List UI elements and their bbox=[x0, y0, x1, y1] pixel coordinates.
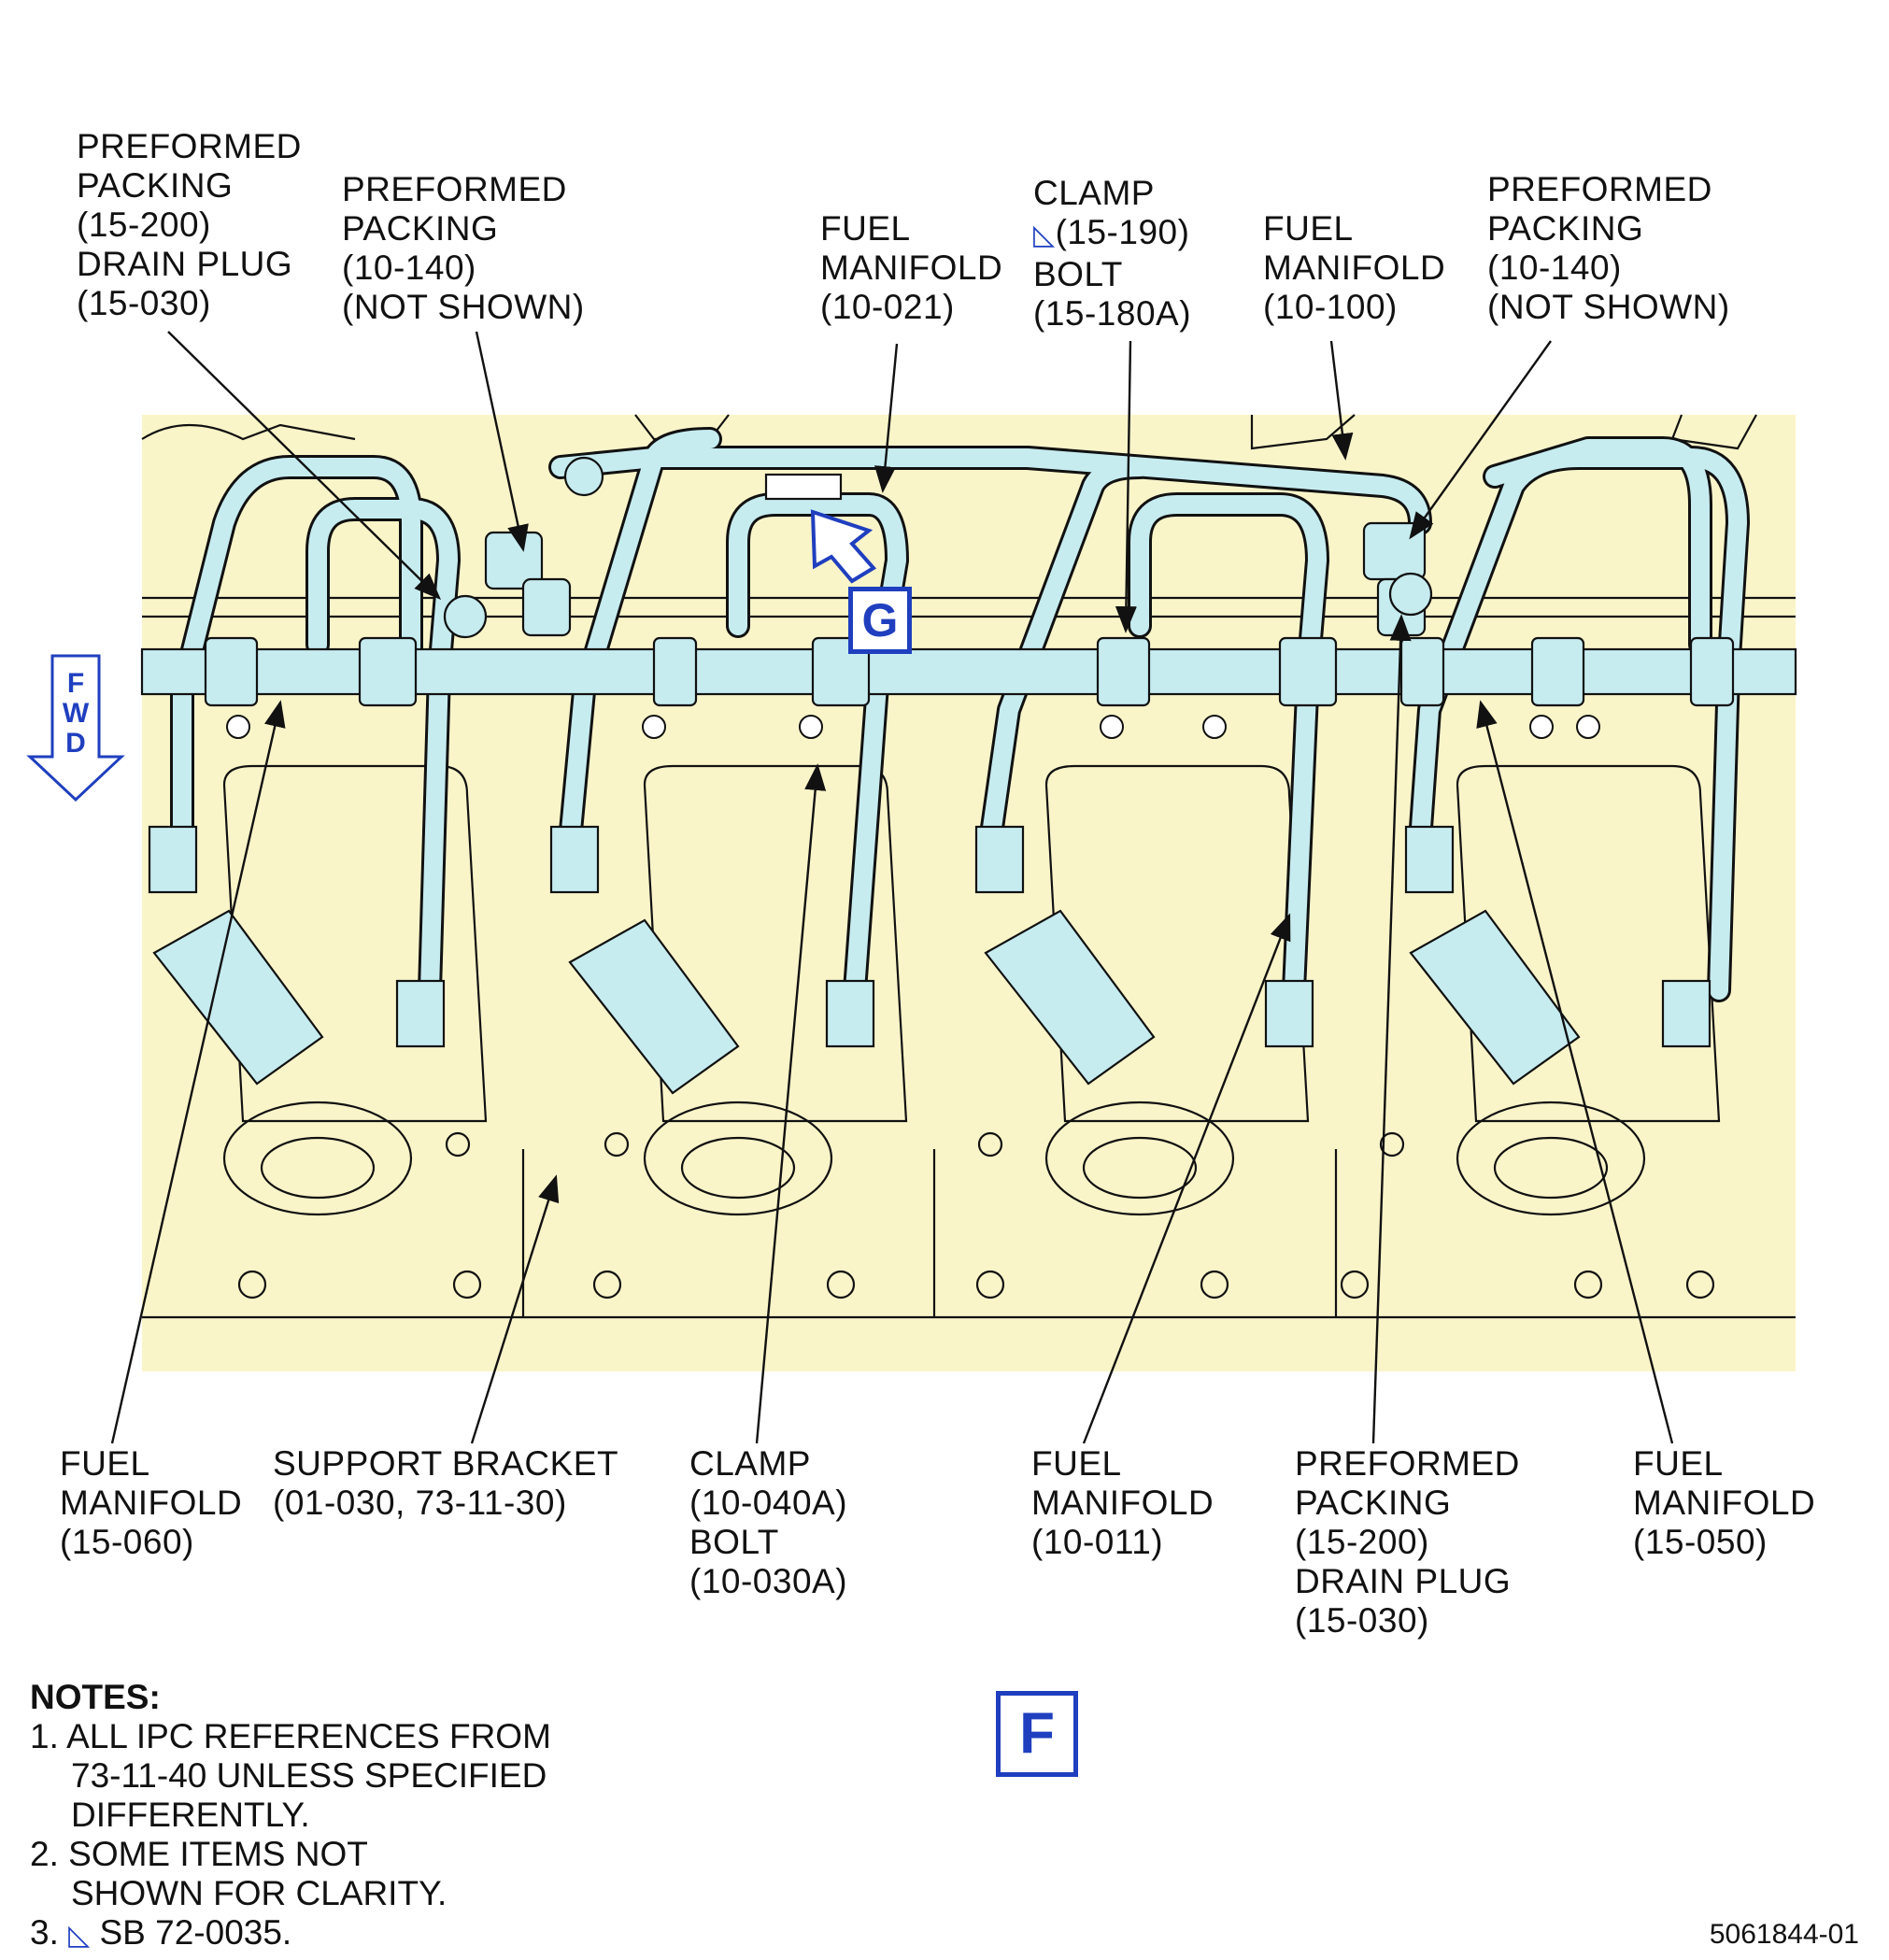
note-item: 3. ◺ SB 72-0035. bbox=[30, 1913, 551, 1955]
clamp-15-190 bbox=[764, 473, 843, 501]
callout-line: FUEL bbox=[1031, 1444, 1122, 1483]
callout-line: PACKING bbox=[77, 166, 234, 205]
note-item: 2. SOME ITEMS NOT bbox=[30, 1835, 551, 1874]
callout-line: FUEL bbox=[60, 1444, 150, 1483]
main-fuel-manifold bbox=[140, 647, 1797, 696]
callout-bottom-6: FUEL MANIFOLD (15-050) bbox=[1633, 1444, 1815, 1562]
callout-line: (15-050) bbox=[1633, 1523, 1768, 1561]
callout-line: SUPPORT BRACKET bbox=[273, 1444, 619, 1483]
fuel-manifold-tube bbox=[173, 430, 1747, 1000]
note-number: 3. bbox=[30, 1913, 59, 1952]
note-number: 1. bbox=[30, 1717, 59, 1755]
figure-id: 5061844-01 bbox=[1709, 1919, 1859, 1950]
callout-line: PREFORMED bbox=[1295, 1444, 1520, 1483]
callout-line: (10-140) bbox=[342, 249, 476, 287]
callout-top-4: CLAMP ◺(15-190) BOLT (15-180A) bbox=[1033, 174, 1191, 334]
callout-line: (NOT SHOWN) bbox=[342, 288, 585, 326]
callout-line: DRAIN PLUG bbox=[1295, 1562, 1512, 1600]
callout-line: (10-100) bbox=[1263, 288, 1398, 326]
callout-top-6: PREFORMED PACKING (10-140) (NOT SHOWN) bbox=[1487, 170, 1730, 327]
clamp-bolt bbox=[226, 715, 1600, 739]
callout-line: (10-011) bbox=[1031, 1523, 1164, 1561]
callout-line-text: (15-190) bbox=[1055, 213, 1190, 251]
callout-bottom-5: PREFORMED PACKING (15-200) DRAIN PLUG (1… bbox=[1295, 1444, 1520, 1640]
callout-line: BOLT bbox=[1033, 255, 1123, 293]
callout-line: (10-040A) bbox=[689, 1484, 848, 1522]
callout-line: (NOT SHOWN) bbox=[1487, 288, 1730, 326]
service-bulletin-triangle-icon: ◺ bbox=[1033, 220, 1056, 250]
callout-line: PREFORMED bbox=[77, 127, 302, 165]
service-bulletin-triangle-icon: ◺ bbox=[68, 1920, 91, 1951]
view-f-label: F bbox=[996, 1691, 1078, 1777]
callout-line: PACKING bbox=[342, 209, 499, 248]
note-text: SHOWN FOR CLARITY. bbox=[71, 1874, 447, 1912]
forward-arrow-icon bbox=[26, 654, 125, 802]
callout-top-1: PREFORMED PACKING (15-200) DRAIN PLUG (1… bbox=[77, 127, 302, 323]
callout-line: MANIFOLD bbox=[820, 249, 1003, 287]
callout-bottom-3: CLAMP (10-040A) BOLT (10-030A) bbox=[689, 1444, 847, 1601]
callout-line: PACKING bbox=[1487, 209, 1644, 248]
callout-top-3: FUEL MANIFOLD (10-021) bbox=[820, 209, 1002, 327]
view-g-arrow bbox=[810, 509, 877, 584]
rocker-cover bbox=[222, 764, 1721, 1123]
callout-line: (15-180A) bbox=[1033, 294, 1192, 333]
fwd-letter: F bbox=[66, 668, 85, 699]
callout-top-5: FUEL MANIFOLD (10-100) bbox=[1263, 209, 1445, 327]
callout-line: (15-200) bbox=[1295, 1523, 1429, 1561]
callout-line: (15-060) bbox=[60, 1523, 194, 1561]
callout-line: ◺(15-190) bbox=[1033, 213, 1191, 255]
notes-title: NOTES: bbox=[30, 1678, 161, 1716]
view-g-label: G bbox=[848, 587, 912, 654]
callout-line: (10-030A) bbox=[689, 1562, 848, 1600]
callout-line: (15-030) bbox=[77, 284, 211, 322]
callout-line: PREFORMED bbox=[1487, 170, 1712, 208]
callout-line: DRAIN PLUG bbox=[77, 245, 293, 283]
callout-line: CLAMP bbox=[689, 1444, 811, 1483]
note-text: SB 72-0035. bbox=[99, 1913, 292, 1952]
callout-line: PACKING bbox=[1295, 1484, 1452, 1522]
engine-background bbox=[142, 415, 1796, 1371]
callout-line: MANIFOLD bbox=[1031, 1484, 1214, 1522]
callout-line: MANIFOLD bbox=[60, 1484, 243, 1522]
callout-top-2: PREFORMED PACKING (10-140) (NOT SHOWN) bbox=[342, 170, 585, 327]
note-text: DIFFERENTLY. bbox=[71, 1796, 310, 1834]
callout-line: MANIFOLD bbox=[1633, 1484, 1816, 1522]
fwd-letter: W bbox=[62, 698, 90, 729]
callout-line: (10-140) bbox=[1487, 249, 1622, 287]
callout-line: (15-030) bbox=[1295, 1601, 1429, 1640]
note-text: ALL IPC REFERENCES FROM bbox=[66, 1717, 551, 1755]
note-item: 1. ALL IPC REFERENCES FROM bbox=[30, 1717, 551, 1756]
callout-line: CLAMP bbox=[1033, 174, 1155, 212]
callout-line: FUEL bbox=[1633, 1444, 1724, 1483]
callout-bottom-2: SUPPORT BRACKET (01-030, 73-11-30) bbox=[273, 1444, 618, 1523]
callout-line: FUEL bbox=[1263, 209, 1354, 248]
callout-line: FUEL bbox=[820, 209, 911, 248]
engine-structure bbox=[141, 414, 1796, 1319]
note-text: 73-11-40 UNLESS SPECIFIED bbox=[71, 1756, 547, 1795]
callout-line: MANIFOLD bbox=[1263, 249, 1446, 287]
callout-line: (01-030, 73-11-30) bbox=[273, 1484, 567, 1522]
fwd-letter: D bbox=[65, 728, 86, 759]
leader-line bbox=[110, 331, 1674, 1444]
callout-line: BOLT bbox=[689, 1523, 779, 1561]
note-text: SOME ITEMS NOT bbox=[68, 1835, 368, 1873]
callout-bottom-4: FUEL MANIFOLD (10-011) bbox=[1031, 1444, 1214, 1562]
note-number: 2. bbox=[30, 1835, 59, 1873]
callout-bottom-1: FUEL MANIFOLD (15-060) bbox=[60, 1444, 242, 1562]
forward-direction-indicator: F W D bbox=[26, 654, 125, 803]
callout-line: (10-021) bbox=[820, 288, 955, 326]
head-bolt bbox=[237, 1131, 1715, 1300]
callout-line: PREFORMED bbox=[342, 170, 567, 208]
notes-block: NOTES: 1. ALL IPC REFERENCES FROM 73-11-… bbox=[30, 1678, 551, 1955]
cylinder-port bbox=[222, 1101, 1646, 1216]
fuel-injector bbox=[152, 909, 1581, 1095]
callout-line: (15-200) bbox=[77, 206, 211, 244]
